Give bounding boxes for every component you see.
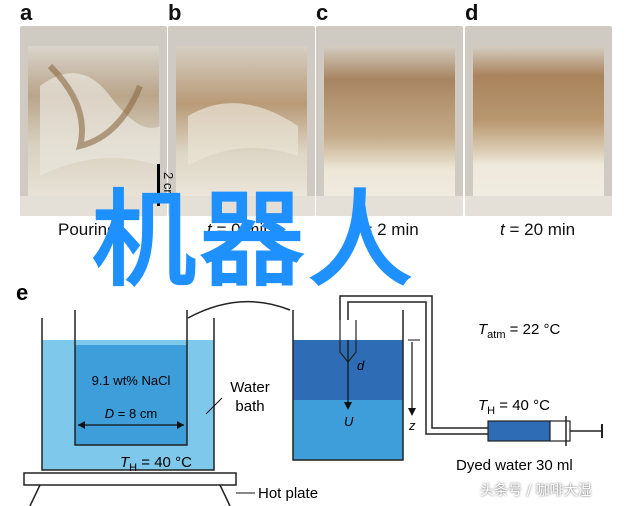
- caption-a: Pouring: [58, 220, 117, 239]
- u-label: U: [344, 414, 354, 429]
- tatm-label: Tatm = 22 °C: [478, 321, 560, 341]
- photo-pouring: [20, 26, 167, 216]
- overlay-text: 机器人: [92, 179, 417, 301]
- hot-plate: [23, 472, 237, 486]
- caption-b: t = 0 min: [207, 220, 273, 239]
- th-label: TH = 40 °C: [120, 454, 192, 474]
- photo-t20: [465, 26, 612, 216]
- hot-plate-label: Hot plate: [258, 485, 318, 502]
- d-label: d: [357, 358, 365, 373]
- inner-beaker: [75, 345, 187, 445]
- water-bath-label-2: bath: [235, 398, 264, 415]
- diameter-label: D = 8 cm: [105, 406, 157, 421]
- panel-label-c: c: [316, 0, 329, 25]
- caption-c: t = 2 min: [353, 220, 419, 239]
- z-label: z: [408, 418, 416, 433]
- water-bath-label-1: Water: [230, 379, 269, 396]
- panel-label-b: b: [168, 0, 182, 25]
- th2-label: TH = 40 °C: [478, 397, 550, 417]
- watermark: 头条号 / 咖啡大湿: [480, 483, 592, 499]
- panel-label-a: a: [20, 0, 33, 25]
- panel-label-d: d: [465, 0, 479, 25]
- nacl-label: 9.1 wt% NaCl: [92, 373, 171, 388]
- photo-t2: [316, 26, 463, 216]
- syringe-barrel: [487, 420, 551, 442]
- syringe-label: Dyed water 30 ml: [456, 457, 573, 474]
- scale-bar: [157, 164, 160, 206]
- photo-t0: [168, 26, 315, 216]
- caption-d: t = 20 min: [500, 220, 576, 239]
- panel-label-e: e: [16, 280, 28, 305]
